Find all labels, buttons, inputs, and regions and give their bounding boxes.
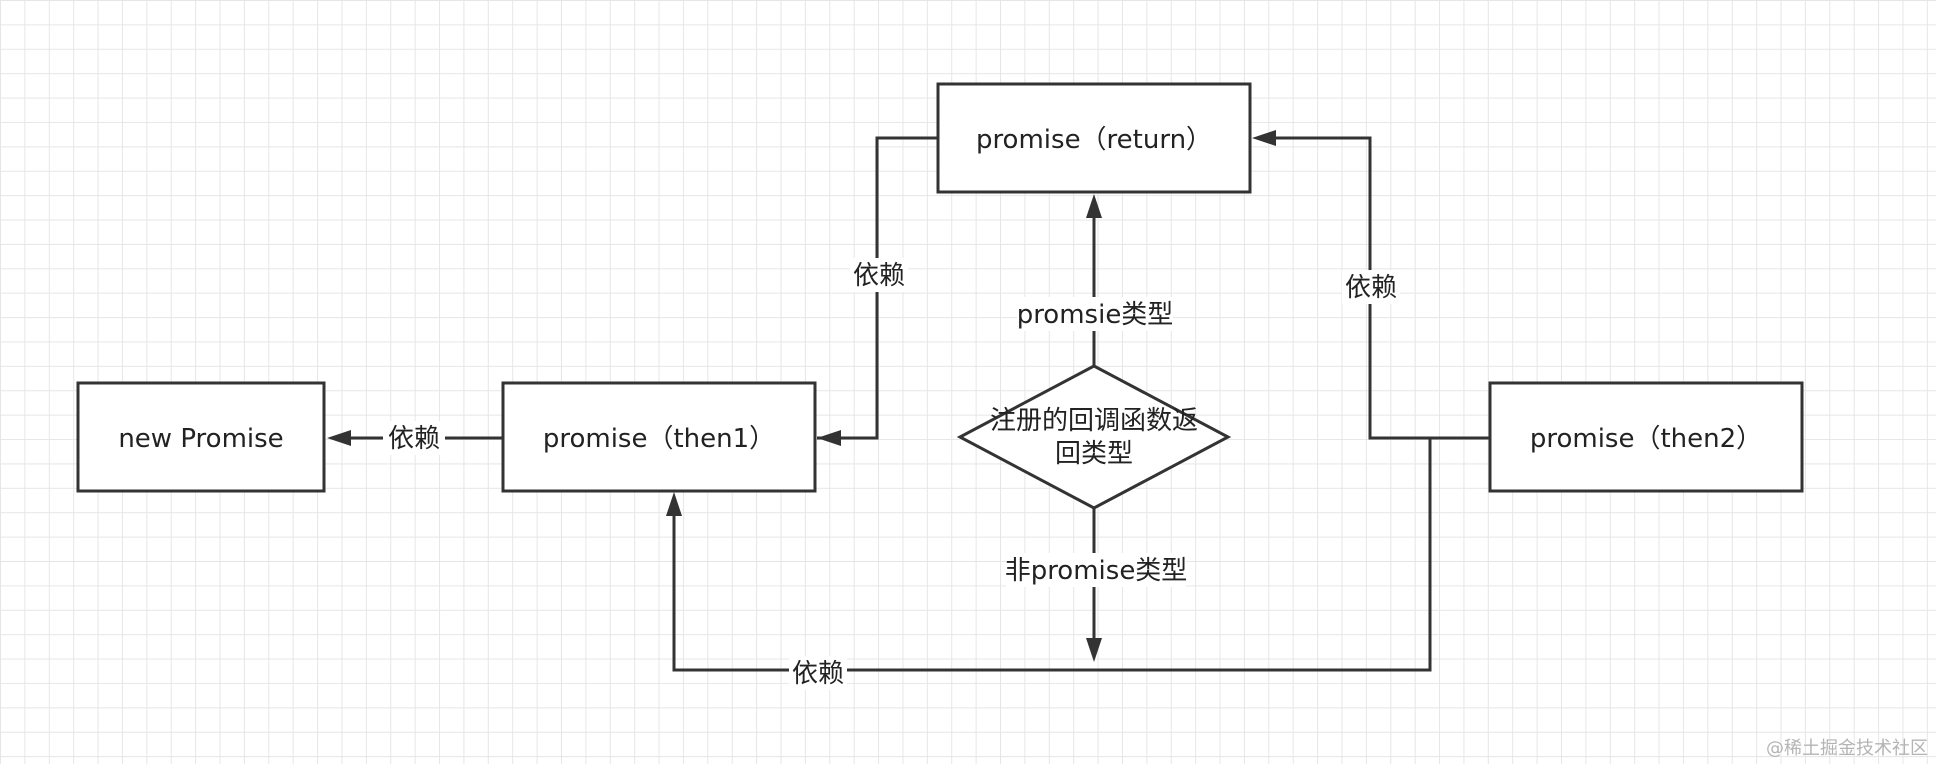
node-new-promise bbox=[76, 381, 326, 493]
arrow-head bbox=[817, 430, 841, 446]
edge-label-non-promise-type: 非promise类型 bbox=[1005, 556, 1188, 586]
watermark: @稀土掘金技术社区 bbox=[1766, 738, 1928, 759]
node-promise-then1-label: promise（then1） bbox=[543, 424, 775, 454]
arrow-head bbox=[666, 492, 682, 516]
node-promise-return bbox=[936, 82, 1252, 194]
arrow-head bbox=[1252, 130, 1276, 146]
edge-label-then1-to-return: 依赖 bbox=[853, 261, 905, 291]
arrow-head bbox=[327, 430, 351, 446]
arrow-head bbox=[1086, 638, 1102, 662]
edge-label-promise-type: promsie类型 bbox=[1017, 300, 1174, 330]
node-promise-then2-label: promise（then2） bbox=[1530, 424, 1762, 454]
node-decision-label-line1: 注册的回调函数返 bbox=[990, 406, 1198, 436]
edge-label-then2-to-then1: 依赖 bbox=[792, 659, 844, 689]
node-promise-then1 bbox=[501, 381, 817, 493]
edge-label-then1-to-new: 依赖 bbox=[388, 424, 440, 454]
node-new-promise-label: new Promise bbox=[118, 424, 283, 454]
arrow-head bbox=[1086, 194, 1102, 218]
edge-label-then2-to-return: 依赖 bbox=[1345, 273, 1397, 303]
node-promise-then2 bbox=[1488, 381, 1804, 493]
node-promise-return-label: promise（return） bbox=[976, 125, 1212, 155]
node-decision-label-line2: 回类型 bbox=[1055, 439, 1133, 469]
node-decision bbox=[956, 364, 1232, 510]
edge-then2-to-then1 bbox=[672, 438, 1432, 672]
